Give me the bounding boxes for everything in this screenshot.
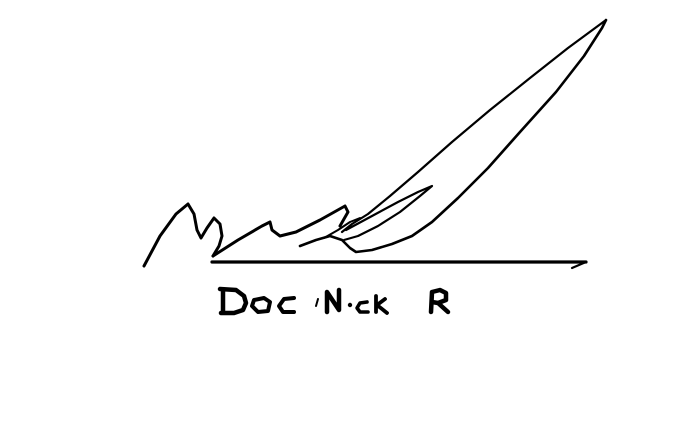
- signature-scrawl: [142, 18, 608, 268]
- signature-baseline: [210, 260, 588, 270]
- signature-name-lettering: [217, 286, 451, 316]
